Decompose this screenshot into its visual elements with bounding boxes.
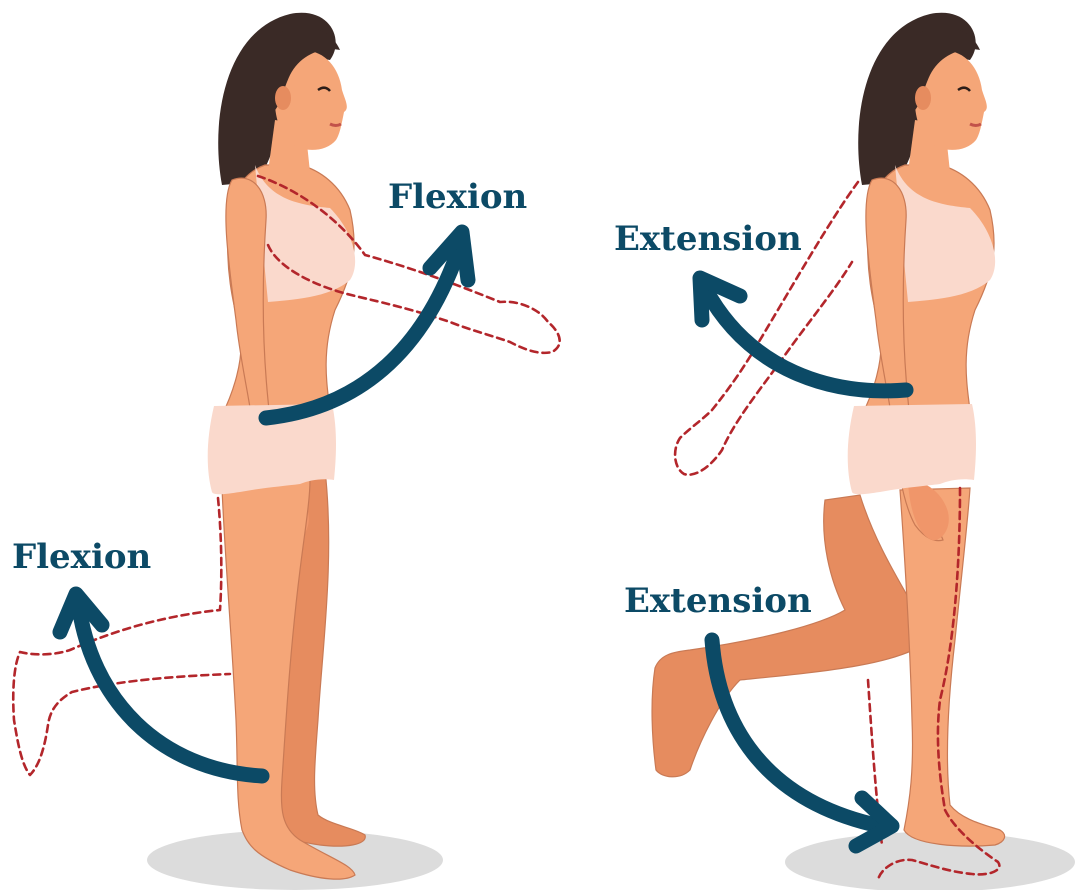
label-right-leg: Extension [624, 581, 812, 621]
left-mouth [330, 124, 341, 126]
right-figure [652, 13, 1075, 890]
label-right-arm: Extension [614, 219, 802, 259]
label-left-leg: Flexion [12, 537, 151, 577]
right-briefs [848, 404, 976, 494]
right-standing-leg [900, 488, 1005, 846]
right-mouth [970, 124, 981, 126]
left-ear [275, 86, 291, 110]
right-ear [915, 86, 931, 110]
label-left-arm: Flexion [388, 177, 527, 217]
right-raised-leg [652, 495, 930, 777]
